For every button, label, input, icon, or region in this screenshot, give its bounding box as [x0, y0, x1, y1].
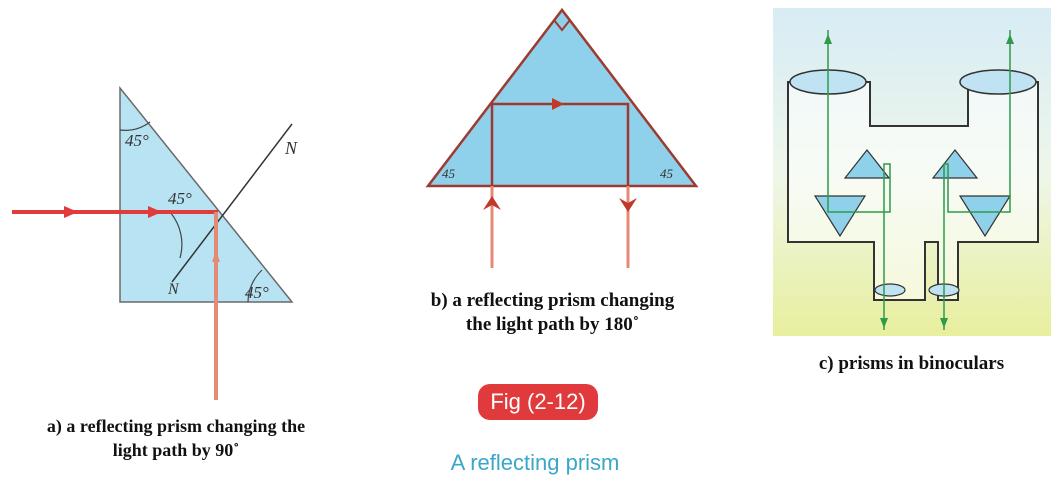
angle-label-left: 45 [442, 166, 456, 181]
arrow-up-icon [824, 34, 832, 44]
prism-180-body [425, 7, 699, 188]
ray-path-right [943, 30, 1011, 330]
angle-label-mid: 45° [168, 189, 192, 208]
angle-arc-mid [169, 211, 183, 259]
prism-upper-left [843, 149, 891, 179]
binoculars-body [787, 81, 1039, 301]
prism-180-diagram: 45 45 [425, 7, 699, 268]
caption-a: a) a reflecting prism changing the light… [0, 414, 352, 462]
caption-a-line1: a) a reflecting prism changing the [46, 416, 306, 436]
panel-c-binoculars: c) prisms in binoculars [770, 0, 1053, 479]
caption-b-line2: the light path by 180˚ [465, 314, 640, 335]
right-angle-marker [553, 19, 571, 32]
angle-label-bottom: 45° [245, 283, 269, 302]
arrow-up-icon [1006, 34, 1014, 44]
arrow-right-icon [552, 98, 564, 110]
angle-arc-bottom [247, 269, 263, 303]
caption-b-line1: b) a reflecting prism changing [430, 290, 675, 311]
objective-lens-right [959, 69, 1037, 95]
figure-number-badge: Fig (2-12) [478, 384, 598, 420]
normal-label-top: N [284, 138, 298, 158]
arrow-right-icon [64, 206, 78, 218]
arrow-down-icon [880, 318, 888, 328]
normal-label-bottom: N [167, 281, 180, 298]
angle-label-top: 45° [125, 131, 149, 150]
ray-path-left [827, 30, 891, 330]
binoculars-diagram [773, 8, 1051, 336]
angle-arc-top [119, 121, 151, 131]
caption-b: b) a reflecting prism changing the light… [380, 289, 725, 337]
arrow-right-icon [148, 206, 162, 218]
prism-lower-right [958, 195, 1012, 238]
angle-label-right: 45 [660, 166, 674, 181]
panel-b-reflecting-prism: 45 45 b) a reflecting prism changing the… [380, 0, 740, 479]
prism-90-body [119, 85, 294, 303]
caption-a-line2: light path by 90˚ [112, 440, 240, 460]
normal-line [171, 123, 293, 283]
eyepiece-lens-left [874, 283, 906, 297]
arrow-up-icon [483, 196, 501, 210]
arrow-down-icon [940, 318, 948, 328]
arrow-down-icon [619, 198, 637, 212]
prism-90-diagram: 45° 45° 45° N N [12, 85, 298, 400]
caption-c: c) prisms in binoculars [818, 353, 1005, 374]
panel-a-right-angle-prism: 45° 45° 45° N N a) a reflecting prism ch… [0, 0, 360, 479]
arrow-down-icon [212, 250, 220, 262]
figure-title: A reflecting prism [450, 450, 620, 475]
